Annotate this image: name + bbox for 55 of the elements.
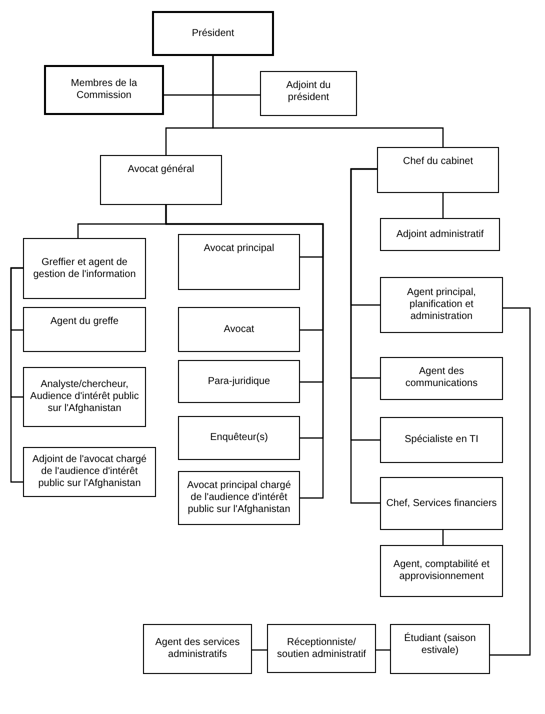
connector-line bbox=[10, 267, 23, 483]
position-title: Para-juridique bbox=[208, 376, 270, 388]
org-box bbox=[143, 624, 252, 674]
position-title: Agent des services administratifs bbox=[154, 637, 241, 661]
org-box bbox=[178, 471, 300, 525]
org-box bbox=[377, 147, 499, 193]
position-title: Agent des communications bbox=[404, 366, 479, 390]
org-box bbox=[380, 218, 500, 251]
connector-line bbox=[490, 307, 531, 656]
position-title: Avocat principal bbox=[204, 243, 274, 255]
position-title: Avocat général bbox=[128, 164, 194, 176]
org-box bbox=[380, 357, 503, 400]
connector-line bbox=[350, 168, 380, 504]
org-box bbox=[23, 367, 146, 427]
position-title: Adjoint de l'avocat chargé de l'audience d'intérêt public sur l'Afghanistan bbox=[31, 454, 148, 490]
position-title: Agent principal, planification et administration bbox=[406, 287, 477, 323]
position-title: Analyste/chercheur, Audience d'intérêt public sur l'Afghanistan bbox=[29, 379, 140, 415]
position-title: Greffier et agent de gestion de l'information bbox=[32, 256, 137, 280]
position-title: Chef du cabinet bbox=[402, 156, 474, 168]
connector-line bbox=[442, 193, 444, 218]
connector-line bbox=[442, 530, 444, 545]
org-box bbox=[23, 238, 146, 299]
connector-line bbox=[165, 205, 324, 499]
org-box bbox=[178, 360, 300, 403]
org-box bbox=[100, 155, 222, 205]
position-title: Président bbox=[192, 28, 234, 40]
position-title: Avocat principal chargé de l'audience d'intérêt public sur l'Afghanistan bbox=[186, 480, 292, 516]
org-box bbox=[260, 71, 357, 116]
position-title: Enquêteur(s) bbox=[210, 432, 268, 444]
position-title: Adjoint du président bbox=[285, 80, 332, 104]
org-box bbox=[178, 416, 300, 460]
org-box bbox=[267, 624, 376, 673]
connector-line bbox=[252, 649, 267, 651]
org-box bbox=[380, 277, 503, 333]
position-title: Avocat bbox=[224, 324, 254, 336]
org-box bbox=[152, 11, 274, 56]
connector-line bbox=[212, 56, 444, 147]
org-box bbox=[44, 65, 164, 115]
org-box bbox=[23, 447, 156, 497]
org-box bbox=[380, 417, 503, 463]
position-title: Adjoint administratif bbox=[396, 228, 484, 240]
org-box bbox=[178, 234, 300, 290]
position-title: Spécialiste en TI bbox=[404, 434, 478, 446]
position-title: Étudiant (saison estivale) bbox=[403, 633, 477, 657]
position-title: Agent du greffe bbox=[50, 316, 119, 328]
org-box bbox=[380, 545, 503, 597]
org-box bbox=[23, 307, 146, 352]
position-title: Réceptionniste/ soutien administratif bbox=[276, 636, 367, 660]
position-title: Membres de la Commission bbox=[70, 78, 138, 102]
position-title: Chef, Services financiers bbox=[386, 498, 497, 510]
org-box bbox=[178, 307, 300, 352]
org-box bbox=[390, 624, 490, 674]
position-title: Agent, comptabilité et approvisionnement bbox=[392, 559, 491, 583]
org-box bbox=[380, 477, 503, 530]
connector-line bbox=[376, 649, 390, 651]
